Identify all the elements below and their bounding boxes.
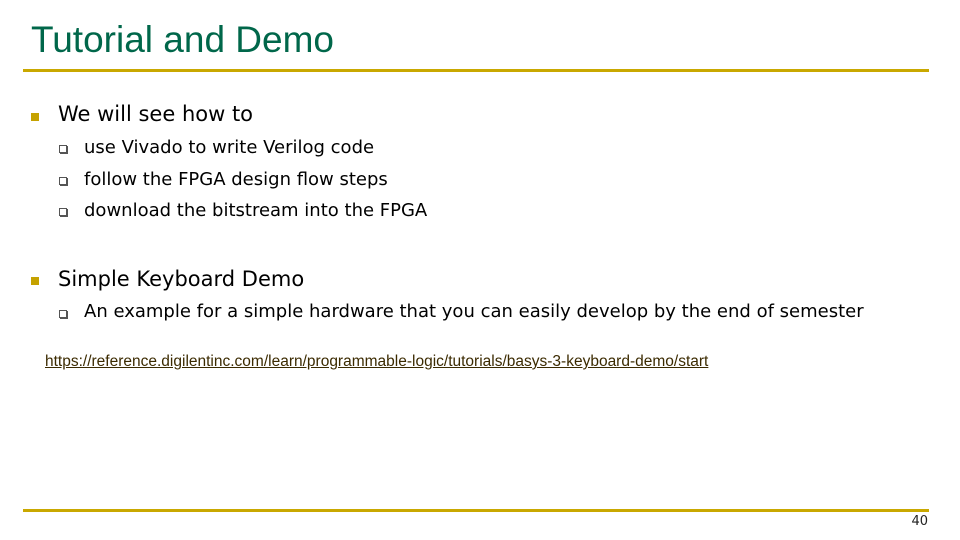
hollow-square-bullet-icon xyxy=(59,310,67,318)
page-number: 40 xyxy=(911,514,928,529)
footer-divider xyxy=(23,509,929,512)
hollow-square-bullet-icon xyxy=(59,177,67,185)
square-bullet-icon xyxy=(31,277,39,285)
bullet-heading: We will see how to xyxy=(58,102,254,126)
sub-bullet-text: An example for a simple hardware that yo… xyxy=(84,301,864,322)
hollow-square-bullet-icon xyxy=(59,145,67,153)
hollow-square-bullet-icon xyxy=(59,208,67,216)
slide-title: Tutorial and Demo xyxy=(31,19,334,60)
keyboard-demo-link[interactable]: https://reference.digilentinc.com/learn/… xyxy=(45,353,709,370)
sub-bullet-text: download the bitstream into the FPGA xyxy=(84,200,428,221)
title-divider xyxy=(23,69,929,72)
bullet-heading: Simple Keyboard Demo xyxy=(58,267,305,291)
sub-bullet-text: use Vivado to write Verilog code xyxy=(84,137,375,158)
sub-bullet-text: follow the FPGA design flow steps xyxy=(84,169,388,190)
square-bullet-icon xyxy=(31,113,39,121)
